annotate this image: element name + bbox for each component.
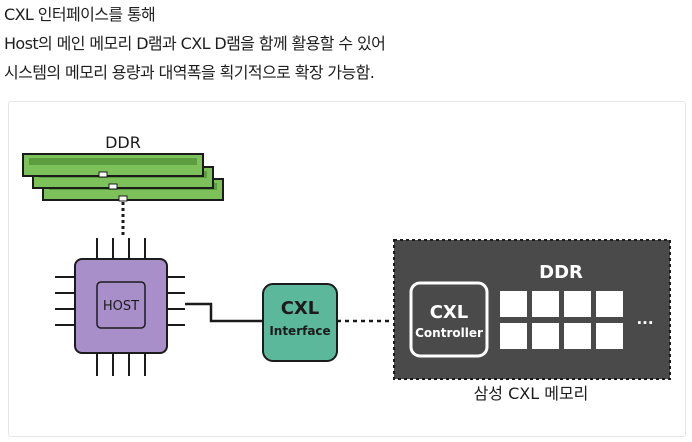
host-chip-pins [55, 238, 185, 376]
ddr-chip-cell [564, 291, 591, 317]
cxl-interface-sub: Interface [269, 324, 330, 338]
ddr-chip-cell [564, 323, 591, 349]
ddr-top-label: DDR [105, 133, 141, 152]
host-chip: HOST [55, 238, 185, 376]
ddr-chip-cell [532, 323, 559, 349]
ddr-chip-cell [596, 323, 623, 349]
memory-caption: 삼성 CXL 메모리 [474, 384, 589, 403]
caption-line-2: Host의 메인 메모리 D램과 CXL D램을 함께 활용할 수 있어 [4, 34, 386, 53]
cxl-interface-box: CXL Interface [262, 283, 338, 362]
caption-line-3: 시스템의 메모리 용량과 대역폭을 획기적으로 확장 가능함. [4, 63, 375, 82]
host-label: HOST [103, 299, 139, 314]
ddr-chip-cell [500, 323, 527, 349]
cxl-diagram: DDR HOST CXL Interface CXL Controller DD… [22, 133, 671, 403]
caption: CXL 인터페이스를 통해 Host의 메인 메모리 D램과 CXL D램을 함… [4, 0, 688, 87]
cxl-controller-sub: Controller [415, 326, 483, 340]
ddr-chip-cell [532, 291, 559, 317]
host-interface-link [185, 302, 263, 323]
caption-line-1: CXL 인터페이스를 통해 [4, 5, 156, 24]
ddr-ellipsis: ... [636, 310, 653, 328]
ddr-chip-cell [500, 291, 527, 317]
ram-stick-1 [22, 153, 204, 178]
cxl-interface-title: CXL [281, 298, 320, 319]
ddr-ram-modules [22, 153, 224, 202]
cxl-controller-box [409, 281, 489, 358]
ddr-chip-grid [500, 291, 623, 349]
ddr-box-label: DDR [539, 262, 583, 283]
cxl-controller-title: CXL [430, 302, 469, 323]
cxl-diagram-figure: DDR HOST CXL Interface CXL Controller DD… [8, 101, 686, 437]
samsung-cxl-memory: CXL Controller DDR ... [393, 239, 671, 380]
ddr-chip-cell [596, 291, 623, 317]
